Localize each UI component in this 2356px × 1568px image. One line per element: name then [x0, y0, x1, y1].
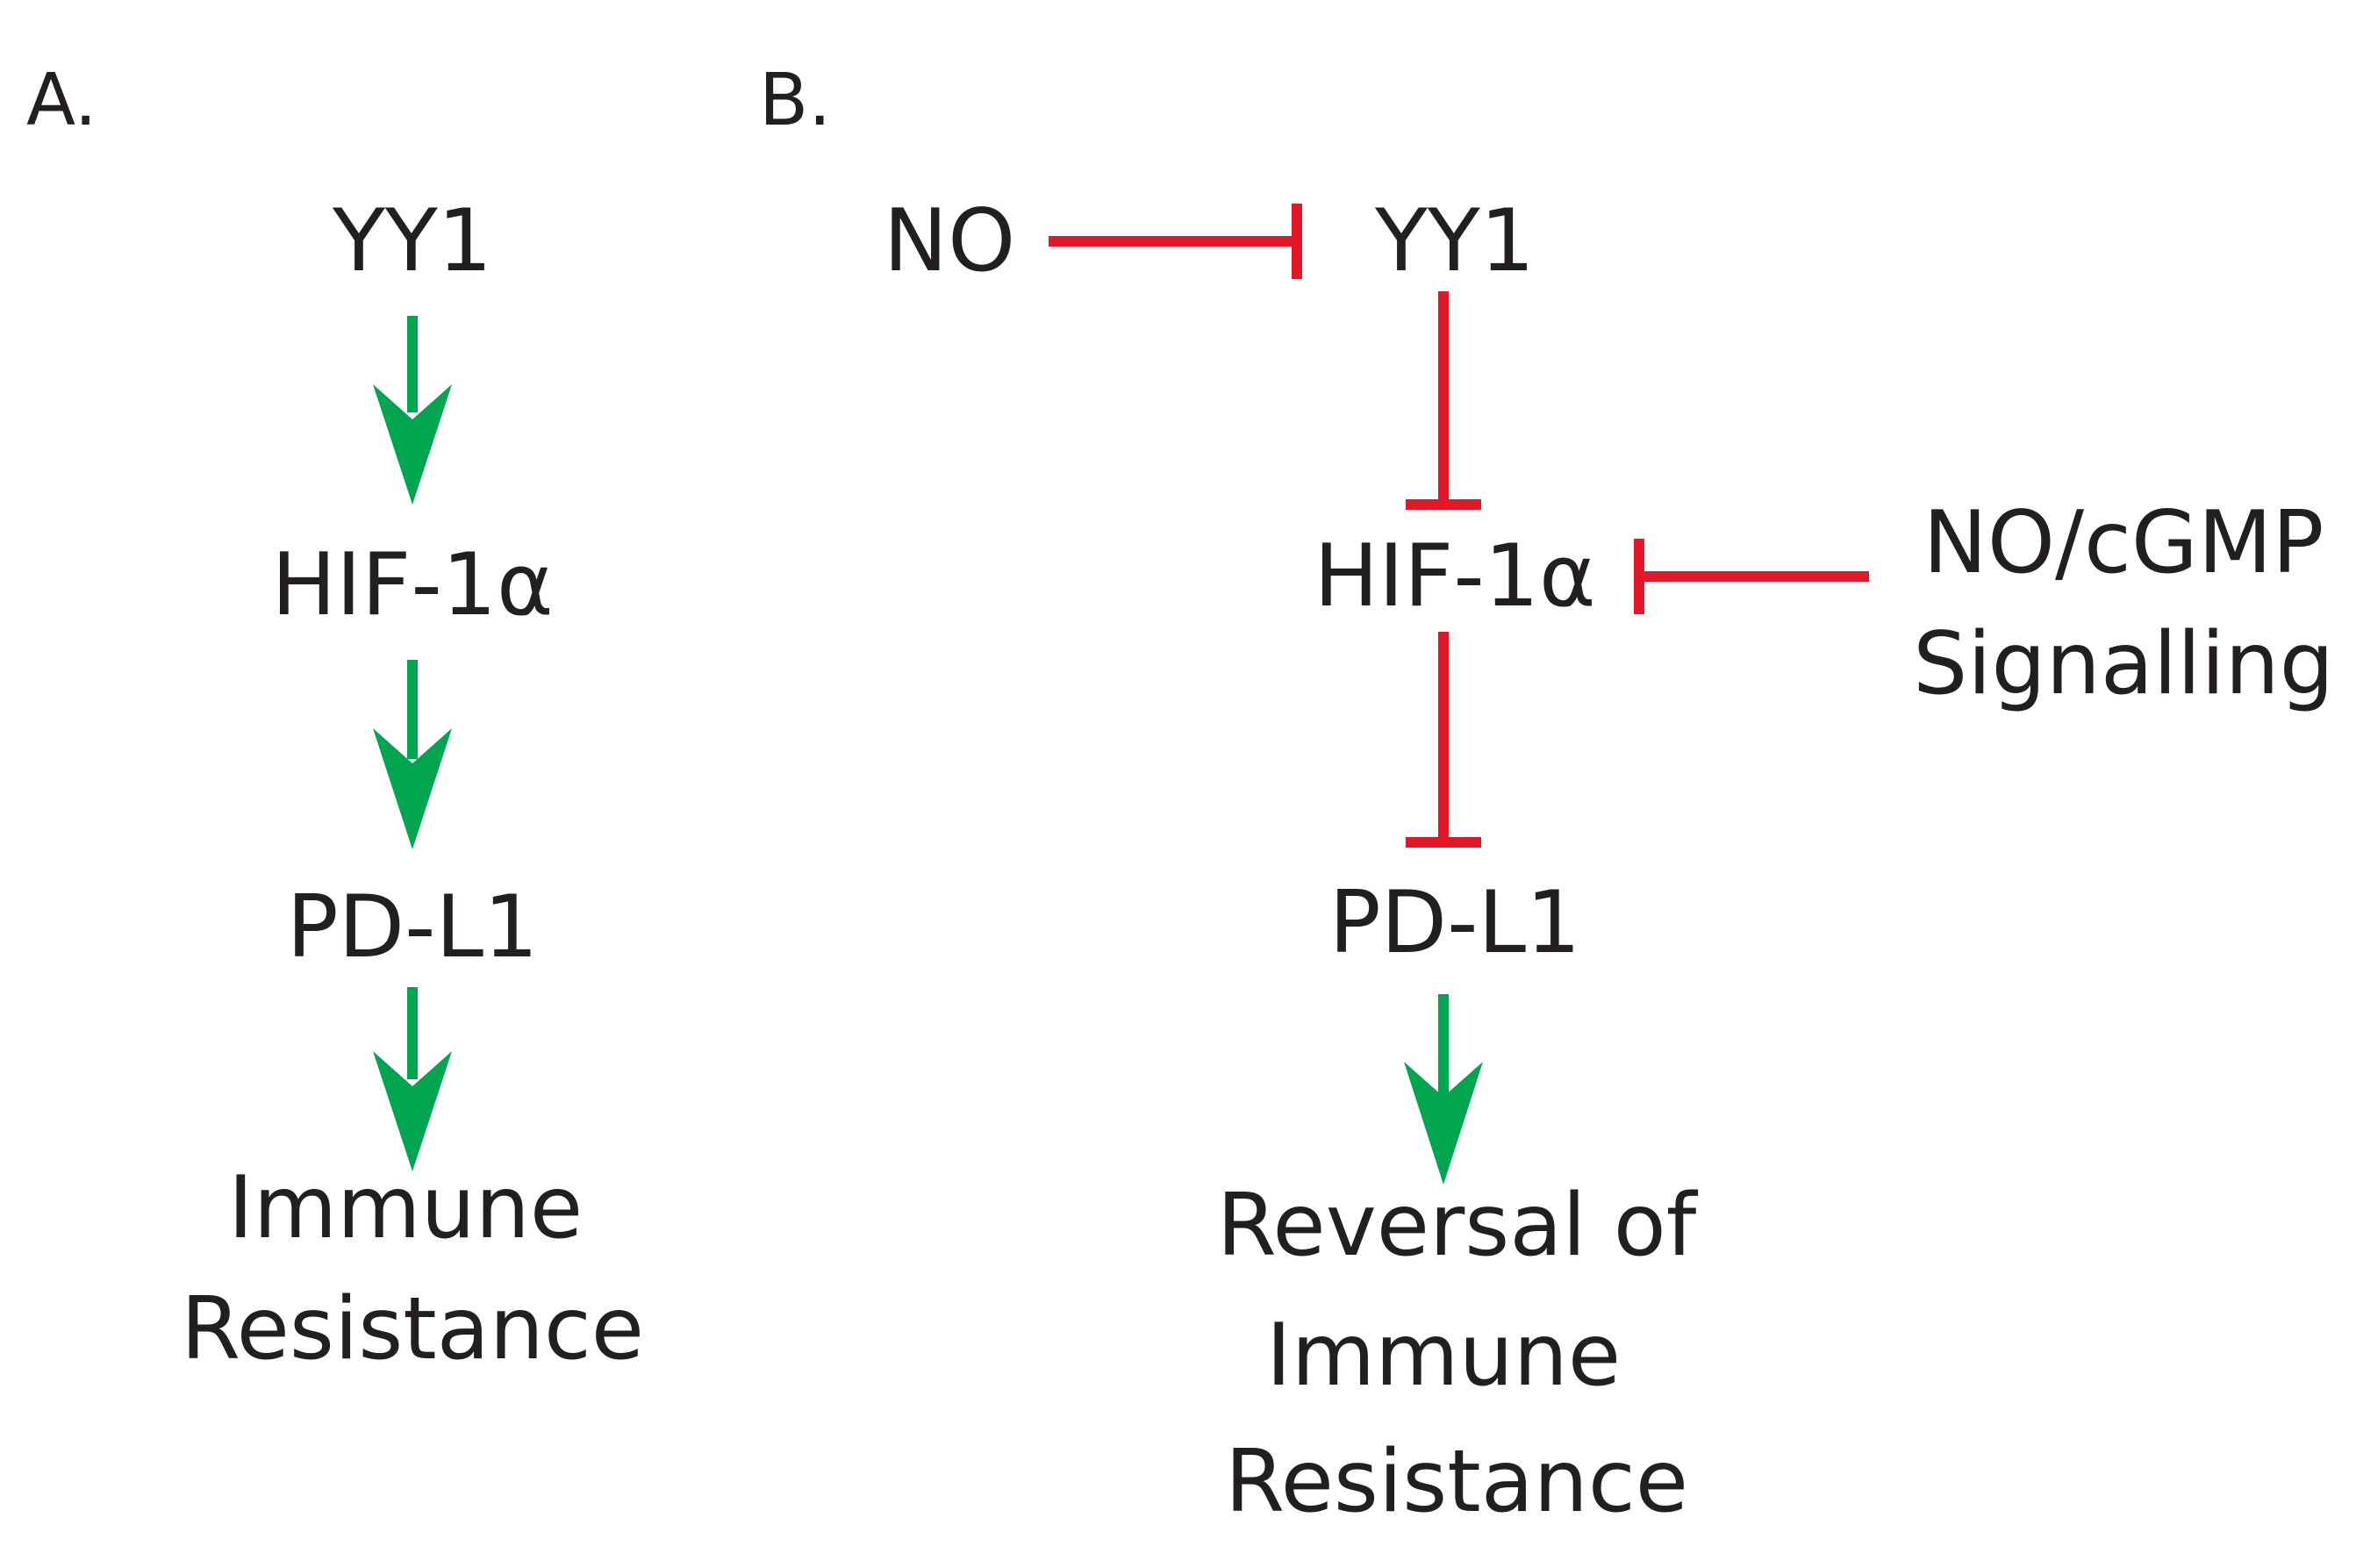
- a-node-outcome-line1: Immune: [228, 1158, 583, 1258]
- b-node-outcome-line1: Reversal of: [1217, 1176, 1699, 1276]
- panel-b-label: B.: [759, 59, 831, 142]
- b-node-pdl1: PD-L1: [1329, 873, 1581, 973]
- a-node-pdl1: PD-L1: [287, 877, 539, 977]
- panel-a: A. YY1 HIF-1α PD-L1 Immune Resistance: [26, 59, 644, 1379]
- a-arrow-hif-to-pdl1: [373, 660, 452, 849]
- b-node-outcome-line3: Resistance: [1225, 1432, 1688, 1532]
- b-inhibit-yy1-to-hif: [1406, 291, 1481, 510]
- panel-a-label: A.: [26, 59, 97, 142]
- b-node-hif: HIF-1α: [1314, 526, 1595, 626]
- a-node-outcome-line2: Resistance: [181, 1279, 644, 1379]
- b-node-yy1: YY1: [1374, 191, 1535, 291]
- a-arrow-pdl1-to-outcome: [373, 987, 452, 1171]
- a-node-yy1: YY1: [332, 191, 492, 291]
- b-arrow-pdl1-to-outcome: [1404, 994, 1483, 1185]
- a-arrow-yy1-to-hif: [373, 316, 452, 505]
- b-node-no: NO: [884, 191, 1015, 291]
- panel-b: B. NO YY1 HIF-1α NO/cGMP Signalling PD-L…: [759, 59, 2334, 1532]
- a-node-hif: HIF-1α: [271, 535, 553, 635]
- b-inhibit-no-to-yy1: [1049, 204, 1302, 279]
- b-inhibit-hif-to-pdl1: [1406, 632, 1481, 848]
- b-node-outcome-line2: Immune: [1266, 1306, 1621, 1406]
- b-node-signalling-line2: Signalling: [1913, 614, 2334, 714]
- b-inhibit-signalling-to-hif: [1634, 539, 1869, 614]
- b-node-signalling-line1: NO/cGMP: [1923, 493, 2324, 593]
